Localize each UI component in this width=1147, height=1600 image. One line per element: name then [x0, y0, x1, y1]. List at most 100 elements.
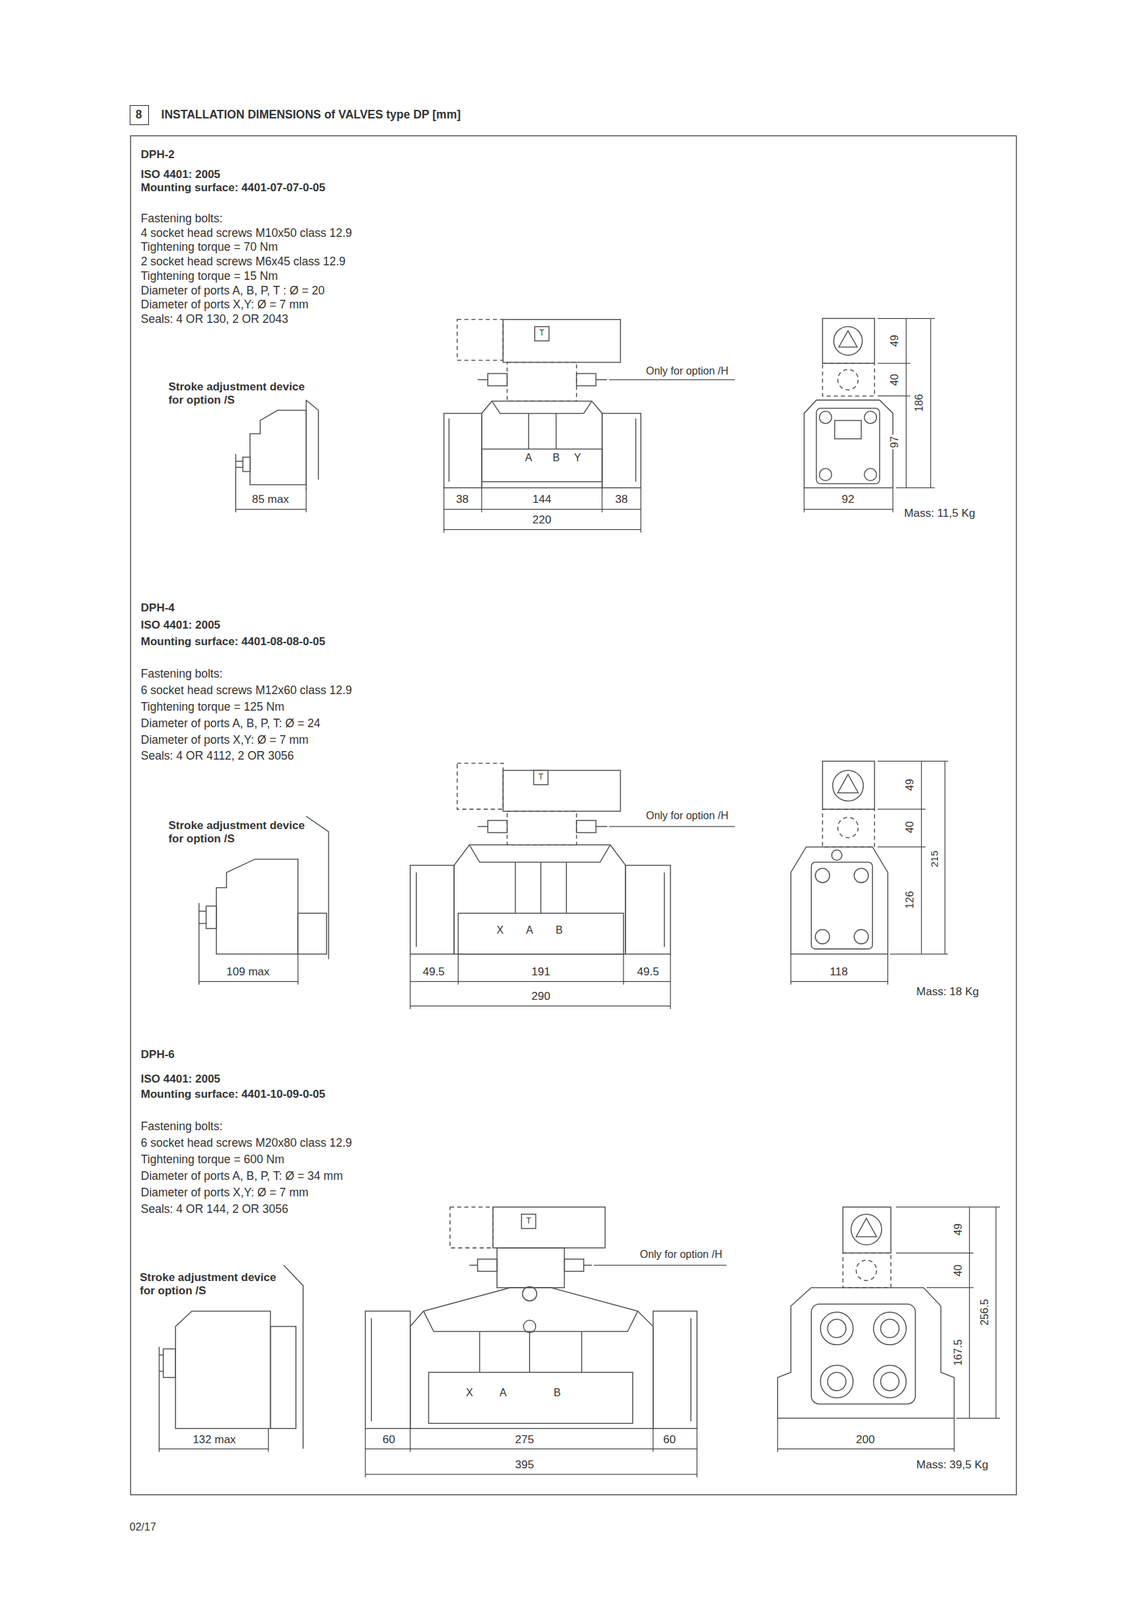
line-stroke	[669, 954, 671, 1010]
rect-stroke	[297, 913, 327, 955]
dimension-value: 220	[531, 514, 553, 528]
rect-stroke	[457, 763, 504, 809]
line-stroke	[528, 1331, 531, 1373]
note-text: Tightening torque = 125 Nm	[140, 699, 285, 713]
path-stroke	[837, 774, 859, 793]
note-text: Seals: 4 OR 144, 2 OR 3056	[140, 1202, 289, 1216]
line-stroke	[777, 1448, 955, 1450]
rect-stroke	[503, 319, 621, 363]
note-text: Mounting surface: 4401-08-08-0-05	[140, 635, 326, 649]
line-stroke	[199, 981, 299, 983]
rect-stroke	[576, 373, 596, 387]
note-text: X	[465, 1386, 474, 1399]
dimension-line	[235, 487, 306, 513]
dimension-value: 97	[889, 434, 901, 450]
line-stroke	[235, 460, 243, 462]
line-stroke	[565, 862, 568, 914]
line-stroke	[877, 362, 911, 364]
note-text: Mass: 39,5 Kg	[916, 1458, 989, 1472]
note-text: ISO 4401: 2005	[140, 618, 221, 633]
circle-stroke	[853, 929, 869, 945]
line-stroke	[690, 1318, 692, 1422]
path-stroke	[283, 1265, 304, 1450]
line-stroke	[159, 1448, 269, 1450]
line-stroke	[443, 487, 445, 533]
note-text: Mass: 18 Kg	[916, 985, 980, 999]
path-stroke	[410, 1287, 654, 1429]
line-stroke	[930, 318, 932, 488]
path-stroke	[491, 401, 592, 414]
dimension-value: 60	[661, 1433, 678, 1447]
note-text: 02/17	[129, 1521, 157, 1534]
line-stroke	[593, 1264, 727, 1266]
circle-stroke	[873, 1312, 907, 1345]
circle-stroke	[827, 1372, 846, 1392]
rect-stroke	[410, 865, 455, 955]
line-stroke	[477, 379, 488, 381]
rect-stroke	[503, 770, 621, 812]
line-stroke	[234, 454, 237, 513]
rect-stroke	[497, 1248, 565, 1288]
line-stroke	[365, 1474, 697, 1476]
line-stroke	[514, 862, 517, 914]
line-stroke	[887, 954, 889, 985]
rect-stroke	[205, 906, 216, 929]
line-stroke	[555, 413, 558, 450]
line-stroke	[305, 400, 308, 491]
circle-stroke	[820, 1365, 854, 1398]
line-stroke	[364, 1428, 366, 1478]
line-stroke	[528, 413, 530, 450]
note-text: T	[539, 328, 545, 339]
dimension-value: 85 max	[250, 493, 291, 507]
note-text: Tightening torque = 15 Nm	[140, 269, 278, 283]
dimension-line	[804, 318, 935, 513]
circle-stroke	[864, 411, 877, 425]
circle-stroke	[522, 1286, 537, 1302]
note-text: Stroke adjustment device for option /S	[168, 820, 311, 846]
line-stroke	[663, 872, 666, 948]
dimension-value: 40	[904, 820, 916, 836]
circle-stroke	[523, 1320, 537, 1333]
line-stroke	[944, 761, 946, 954]
path-stroke	[790, 847, 888, 955]
rect-stroke	[822, 318, 875, 364]
note-text: Diameter of ports A, B, P, T: Ø = 34 mm	[140, 1169, 343, 1183]
line-stroke	[458, 954, 459, 985]
line-stroke	[370, 1318, 372, 1422]
line-stroke	[635, 418, 637, 482]
note-text: Diameter of ports A, B, P, T : Ø = 20	[140, 283, 325, 298]
circle-stroke	[832, 770, 864, 801]
rect-stroke	[822, 761, 875, 809]
note-text: A	[499, 1386, 507, 1399]
dimension-value: 290	[530, 990, 552, 1005]
rect-stroke	[834, 420, 862, 439]
dimension-value: 49.5	[636, 966, 661, 980]
line-stroke	[477, 825, 488, 828]
line-stroke	[581, 1331, 583, 1373]
note-text: Diameter of ports A, B, P, T: Ø = 24	[140, 716, 321, 730]
note-text: Seals: 4 OR 130, 2 OR 2043	[140, 312, 289, 326]
dimension-value: 49	[904, 777, 916, 793]
note-text: Mounting surface: 4401-07-07-0-05	[140, 181, 326, 195]
circle-stroke	[820, 1312, 854, 1345]
path-stroke	[804, 400, 893, 489]
dimension-value: 38	[454, 493, 470, 507]
rect-stroke	[811, 1304, 916, 1405]
valve-front	[410, 763, 671, 954]
rect-stroke	[163, 1348, 177, 1378]
valve-front	[444, 319, 642, 488]
path-stroke	[423, 1311, 639, 1332]
note-text: T	[538, 773, 543, 783]
circle-stroke	[837, 369, 859, 390]
circle-stroke	[815, 868, 830, 883]
line-stroke	[481, 487, 482, 513]
line-stroke	[877, 846, 926, 848]
note-text: ISO 4401: 2005	[140, 1072, 221, 1087]
dimension-value: 132 max	[191, 1433, 237, 1447]
line-stroke	[953, 1418, 955, 1453]
rect-stroke	[653, 1311, 697, 1429]
line-stroke	[595, 379, 607, 381]
circle-stroke	[864, 468, 877, 482]
circle-stroke	[837, 817, 859, 838]
